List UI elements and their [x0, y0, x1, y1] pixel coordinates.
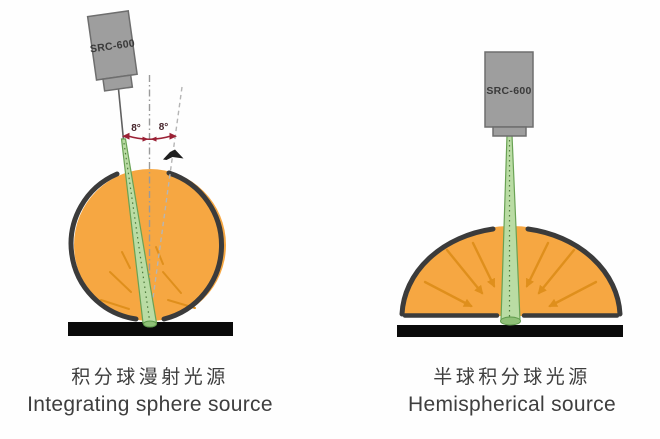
hemisphere-arrows	[423, 241, 598, 308]
sample-surface-left	[68, 322, 233, 336]
angle-annotation: 8° 8°	[122, 122, 177, 142]
diffuse-ray	[109, 271, 132, 293]
right-caption: 半球积分球光源 Hemispherical source	[382, 368, 642, 415]
device-nozzle-left	[102, 74, 134, 92]
left-caption-chinese: 积分球漫射光源	[71, 367, 229, 388]
dome-outline-right-arc	[525, 226, 623, 317]
viewing-direction-line	[149, 86, 183, 321]
device-body-right	[484, 51, 534, 128]
arc-end-arrow-left	[122, 132, 130, 140]
integrating-sphere-diagram: 8° 8° SRC-600	[68, 10, 233, 336]
diffuse-ray	[121, 251, 131, 269]
right-caption-chinese: 半球积分球光源	[433, 367, 591, 388]
angle-label-left: 8°	[131, 123, 141, 134]
left-caption-english: Integrating sphere source	[27, 393, 273, 416]
inward-arrow	[537, 248, 576, 295]
left-caption: 积分球漫射光源 Integrating sphere source	[20, 368, 280, 415]
inward-arrow	[471, 241, 496, 288]
inward-arrow	[548, 280, 598, 308]
beam-stem-left	[117, 88, 125, 141]
angle-arc	[127, 135, 172, 141]
diffuse-ray	[100, 299, 130, 310]
source-device-left: SRC-600	[86, 10, 138, 92]
sample-surface-right	[397, 325, 623, 337]
right-caption-english: Hemispherical source	[408, 393, 616, 416]
source-device-right: SRC-600	[484, 51, 534, 137]
hemispherical-source-diagram: SRC-600	[397, 51, 623, 337]
dome-outline-left-arc	[399, 226, 496, 317]
beam-spot-right	[500, 316, 521, 326]
observer-bird-icon	[163, 149, 184, 160]
sphere-outline-left-arc	[68, 171, 139, 322]
device-label-right: SRC-600	[486, 85, 531, 97]
diffuse-ray	[162, 271, 182, 294]
angle-label-right: 8°	[159, 122, 169, 133]
beam-spot-left	[143, 320, 157, 328]
device-nozzle-right	[492, 126, 527, 137]
inward-arrow	[525, 241, 550, 288]
arc-center-arrow-right	[150, 136, 157, 142]
inward-arrow	[423, 280, 473, 308]
arc-center-arrow-left	[142, 136, 149, 142]
inward-arrow	[445, 248, 484, 295]
sphere-outline-right-arc	[161, 170, 224, 322]
arc-end-arrow-right	[169, 132, 177, 140]
